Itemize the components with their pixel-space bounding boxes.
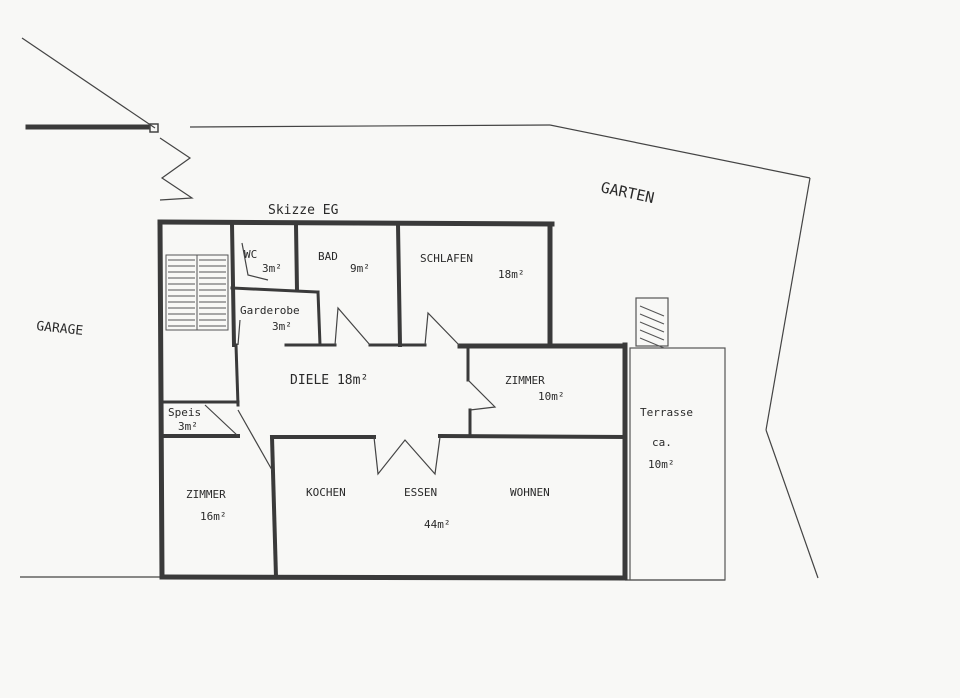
inner-walls <box>160 221 628 580</box>
schlafen-name: SCHLAFEN <box>420 252 473 265</box>
garderobe-name: Garderobe <box>240 304 300 317</box>
plan-title: Skizze EG <box>268 203 339 218</box>
zimmer2-area: 16m² <box>200 510 227 523</box>
bad-name: BAD <box>318 250 338 263</box>
kochen-name: KOCHEN <box>306 486 346 499</box>
zimmer1-name: ZIMMER <box>505 374 545 387</box>
terrasse-area: 10m² <box>648 458 675 471</box>
door-swings <box>204 242 497 476</box>
zimmer1-area: 10m² <box>538 390 565 403</box>
terrace-step <box>639 337 665 349</box>
terrasse-ca: ca. <box>652 436 672 449</box>
wohnen-name: WOHNEN <box>510 486 550 499</box>
schlafen-area: 18m² <box>498 268 525 281</box>
terrasse-name: Terrasse <box>640 406 693 419</box>
garden-label: GARTEN <box>599 178 656 207</box>
essen-name: ESSEN <box>404 486 437 499</box>
garage-roof-edge <box>25 123 194 201</box>
diele-name: DIELE 18m² <box>290 373 368 388</box>
terrace-step <box>639 329 665 341</box>
terrace-step <box>639 305 665 317</box>
wc-name: WC <box>244 248 257 261</box>
terrace-step <box>639 313 665 325</box>
zimmer2-name: ZIMMER <box>186 488 226 501</box>
site-boundary <box>20 37 819 581</box>
outer-walls <box>157 219 628 581</box>
essen-area: 44m² <box>424 518 451 531</box>
staircase <box>165 254 229 331</box>
labels: Skizze EG GARTEN GARAGE WC 3m² BAD 9m² S… <box>36 178 693 531</box>
speis-area: 3m² <box>178 420 198 433</box>
bad-area: 9m² <box>350 262 370 275</box>
garderobe-area: 3m² <box>272 320 292 333</box>
terrace-step <box>639 321 665 333</box>
terrace <box>629 297 726 581</box>
wc-area: 3m² <box>262 262 282 275</box>
garage-label: GARAGE <box>36 319 84 339</box>
speis-name: Speis <box>168 406 201 419</box>
